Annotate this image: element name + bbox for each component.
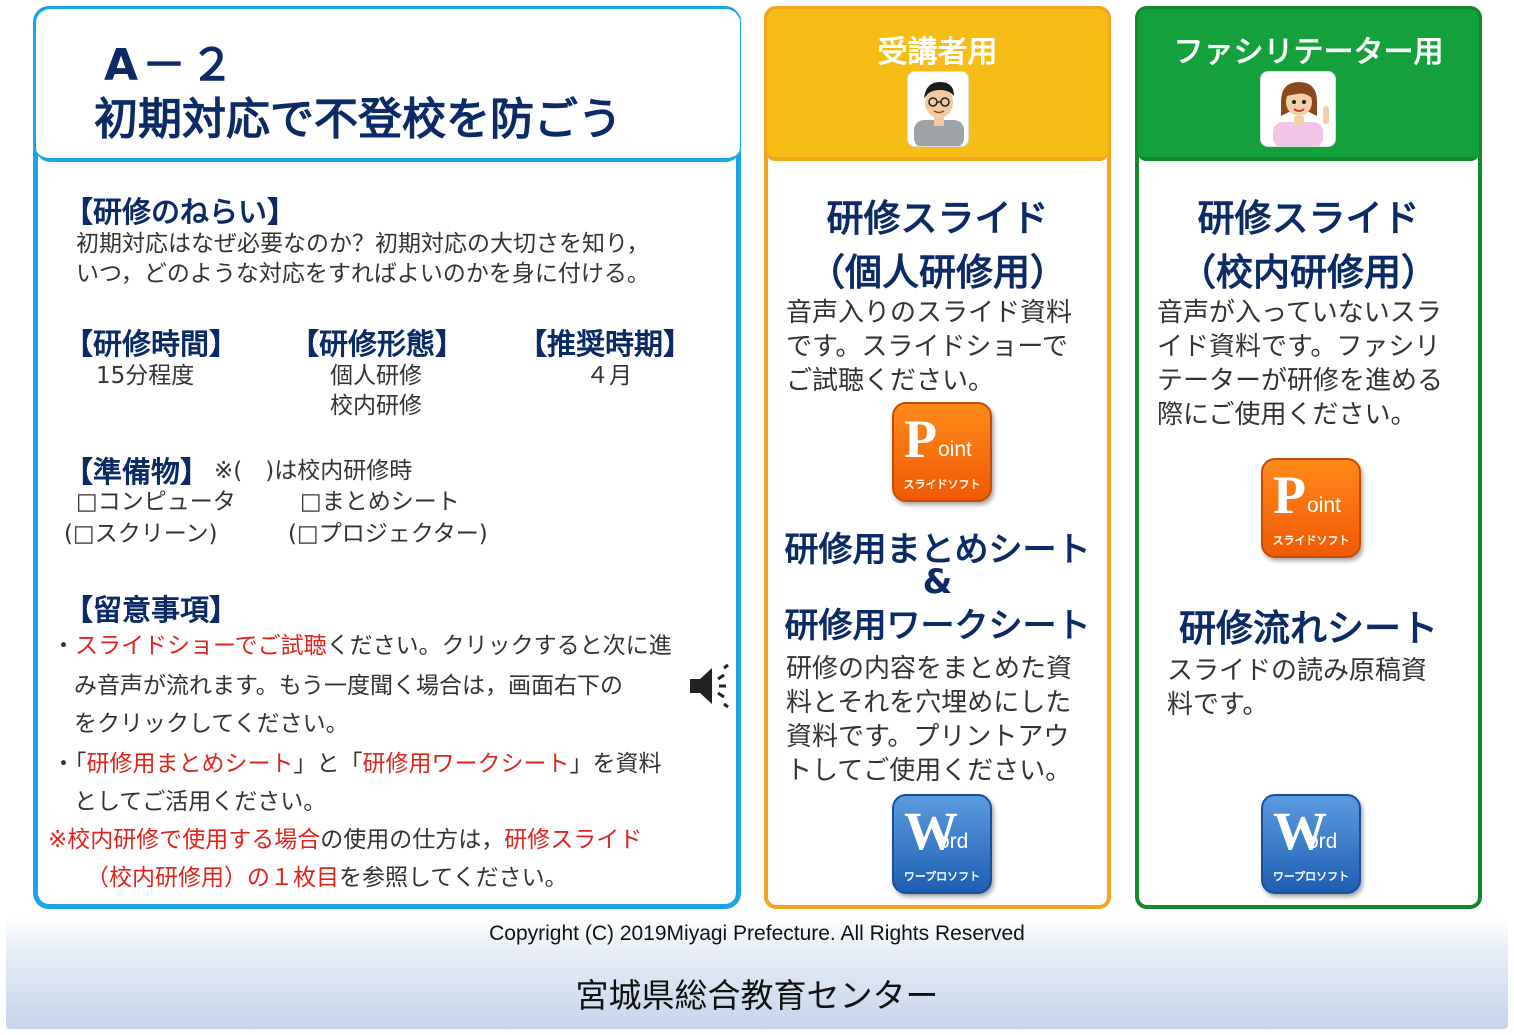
note-1-text: ください。クリックすると次に進	[326, 633, 672, 659]
time-heading: 【研修時間】	[64, 327, 239, 361]
note-3-text: の使用の仕方は，	[320, 827, 505, 853]
note-3-highlight-1: ※校内研修で使用する場合	[48, 827, 321, 853]
aim-line-2: いつ，どのような対応をすればよいのかを身に付ける。	[76, 261, 650, 287]
facilitator-slide-title-2: （校内研修用）	[1179, 251, 1438, 294]
time-value: 15分程度	[96, 363, 195, 389]
note-2-text: ・「	[52, 751, 87, 777]
learner-column: 受講者用 研修スライド （個人研修用） 音声入りのスライド資料 です。スライドシ…	[764, 6, 1111, 909]
material-screen: (□スクリーン)	[64, 521, 218, 547]
note-1-highlight: スライドショーでご試聴	[75, 633, 327, 659]
notes-heading: 【留意事項】	[64, 593, 239, 627]
facilitator-slide-title-1: 研修スライド	[1197, 197, 1420, 240]
icon-caption: ワープロソフト	[903, 870, 981, 883]
learner-slide-title-2: （個人研修用）	[808, 251, 1067, 294]
speaker-icon[interactable]	[686, 662, 736, 710]
icon-letter: W	[904, 801, 958, 861]
learner-slide-desc-2: です。スライドショーで	[786, 332, 1068, 362]
word-processor-icon[interactable]: W ord ワープロソフト	[1261, 794, 1361, 894]
material-computer: □コンピュータ	[76, 489, 236, 515]
note-2-text: 」を資料	[569, 751, 662, 777]
note-2-highlight-2: 研修用ワークシート	[362, 751, 570, 777]
learner-header: 受講者用	[767, 9, 1108, 161]
icon-caption: スライドソフト	[903, 478, 981, 491]
icon-letter: W	[1273, 801, 1327, 861]
aim-line-1: 初期対応はなぜ必要なのか？初期対応の大切さを知り，	[76, 231, 650, 257]
title-box: A－２ 初期対応で不登校を防ごう	[36, 9, 740, 162]
note-3-text: を参照してください。	[339, 865, 568, 891]
facilitator-avatar	[1260, 71, 1336, 147]
learner-sheet-title-2: &	[922, 562, 953, 602]
facilitator-slide-desc-4: 際にご使用ください。	[1157, 400, 1417, 430]
note-2-line-2: としてご活用ください。	[74, 789, 327, 815]
female-facilitator-icon	[1273, 82, 1329, 146]
organization-name: 宮城県総合教育センター	[575, 976, 939, 1015]
facilitator-header: ファシリテーター用	[1138, 9, 1479, 161]
learner-slide-desc-1: 音声入りのスライド資料	[786, 298, 1073, 328]
facilitator-flow-desc-1: スライドの読み原稿資	[1167, 656, 1428, 686]
icon-caption: スライドソフト	[1272, 534, 1350, 547]
aim-heading: 【研修のねらい】	[64, 195, 297, 229]
point-slide-software-icon[interactable]: P oint スライドソフト	[1261, 458, 1361, 558]
learner-header-label: 受講者用	[877, 35, 998, 70]
bullet: ・	[52, 633, 75, 659]
icon-word: oint	[1307, 494, 1341, 517]
learner-avatar	[907, 71, 969, 147]
materials-heading: 【準備物】	[64, 455, 210, 489]
learner-sheet-title-3: 研修用ワークシート	[784, 606, 1091, 646]
note-3-highlight-2: 研修スライド	[504, 827, 643, 853]
module-code: A－２	[104, 40, 239, 91]
learner-sheet-desc-2: 料とそれを穴埋めにした	[786, 688, 1072, 718]
material-summary-sheet: □まとめシート	[300, 489, 460, 515]
materials-note: ※( )は校内研修時	[214, 458, 413, 484]
note-1-line-3: をクリックしてください。	[74, 711, 349, 737]
note-3-highlight-3: （校内研修用）の１枚目	[86, 865, 339, 891]
format-heading: 【研修形態】	[290, 327, 465, 361]
facilitator-flow-title: 研修流れシート	[1179, 607, 1438, 650]
material-projector: (□プロジェクター)	[288, 521, 488, 547]
copyright-text: Copyright (C) 2019Miyagi Prefecture. All…	[489, 922, 1025, 945]
note-3-line-1: ※校内研修で使用する場合の使用の仕方は，研修スライド	[48, 825, 642, 855]
facilitator-flow-desc-2: 料です。	[1167, 690, 1269, 720]
learner-sheet-desc-1: 研修の内容をまとめた資	[786, 654, 1073, 684]
icon-caption: ワープロソフト	[1272, 870, 1350, 883]
facilitator-header-label: ファシリテーター用	[1173, 35, 1444, 70]
overview-panel: A－２ 初期対応で不登校を防ごう 【研修のねらい】 初期対応はなぜ必要なのか？初…	[33, 6, 741, 909]
learner-slide-desc-3: ご試聴ください。	[786, 366, 995, 396]
learner-sheet-desc-4: トしてご使用ください。	[786, 756, 1072, 786]
format-value-1: 個人研修	[330, 363, 422, 389]
facilitator-slide-desc-1: 音声が入っていないスラ	[1157, 298, 1442, 328]
period-value: ４月	[586, 363, 632, 389]
footer: Copyright (C) 2019Miyagi Prefecture. All…	[6, 917, 1508, 1029]
point-slide-software-icon[interactable]: P oint スライドソフト	[892, 402, 992, 502]
icon-letter: P	[904, 409, 937, 469]
learner-sheet-desc-3: 資料です。プリントアウ	[786, 722, 1070, 752]
facilitator-slide-desc-3: テーターが研修を進める	[1157, 366, 1444, 396]
word-processor-icon[interactable]: W ord ワープロソフト	[892, 794, 992, 894]
period-heading: 【推奨時期】	[518, 327, 693, 361]
note-1-line-1: ・スライドショーでご試聴ください。クリックすると次に進	[52, 631, 672, 661]
icon-word: ord	[938, 830, 969, 853]
format-value-2: 校内研修	[330, 393, 422, 419]
page-title: 初期対応で不登校を防ごう	[94, 94, 622, 145]
note-2-line-1: ・「研修用まとめシート」と「研修用ワークシート」を資料	[52, 749, 662, 779]
icon-letter: P	[1273, 465, 1306, 525]
note-2-text: 」と「	[293, 751, 363, 777]
male-learner-icon	[914, 82, 964, 146]
note-2-highlight-1: 研修用まとめシート	[86, 751, 294, 777]
note-3-line-2: （校内研修用）の１枚目を参照してください。	[86, 863, 568, 893]
facilitator-column: ファシリテーター用 研修スライド （校内研修用） 音声が入っていないスラ イド資…	[1135, 6, 1482, 909]
learner-sheet-title-1: 研修用まとめシート	[784, 530, 1091, 570]
facilitator-slide-desc-2: イド資料です。ファシリ	[1157, 332, 1441, 362]
note-1-line-2: み音声が流れます。もう一度聞く場合は，画面右下の	[74, 673, 624, 699]
icon-word: ord	[1307, 830, 1338, 853]
icon-word: oint	[938, 438, 972, 461]
learner-slide-title-1: 研修スライド	[826, 197, 1049, 240]
